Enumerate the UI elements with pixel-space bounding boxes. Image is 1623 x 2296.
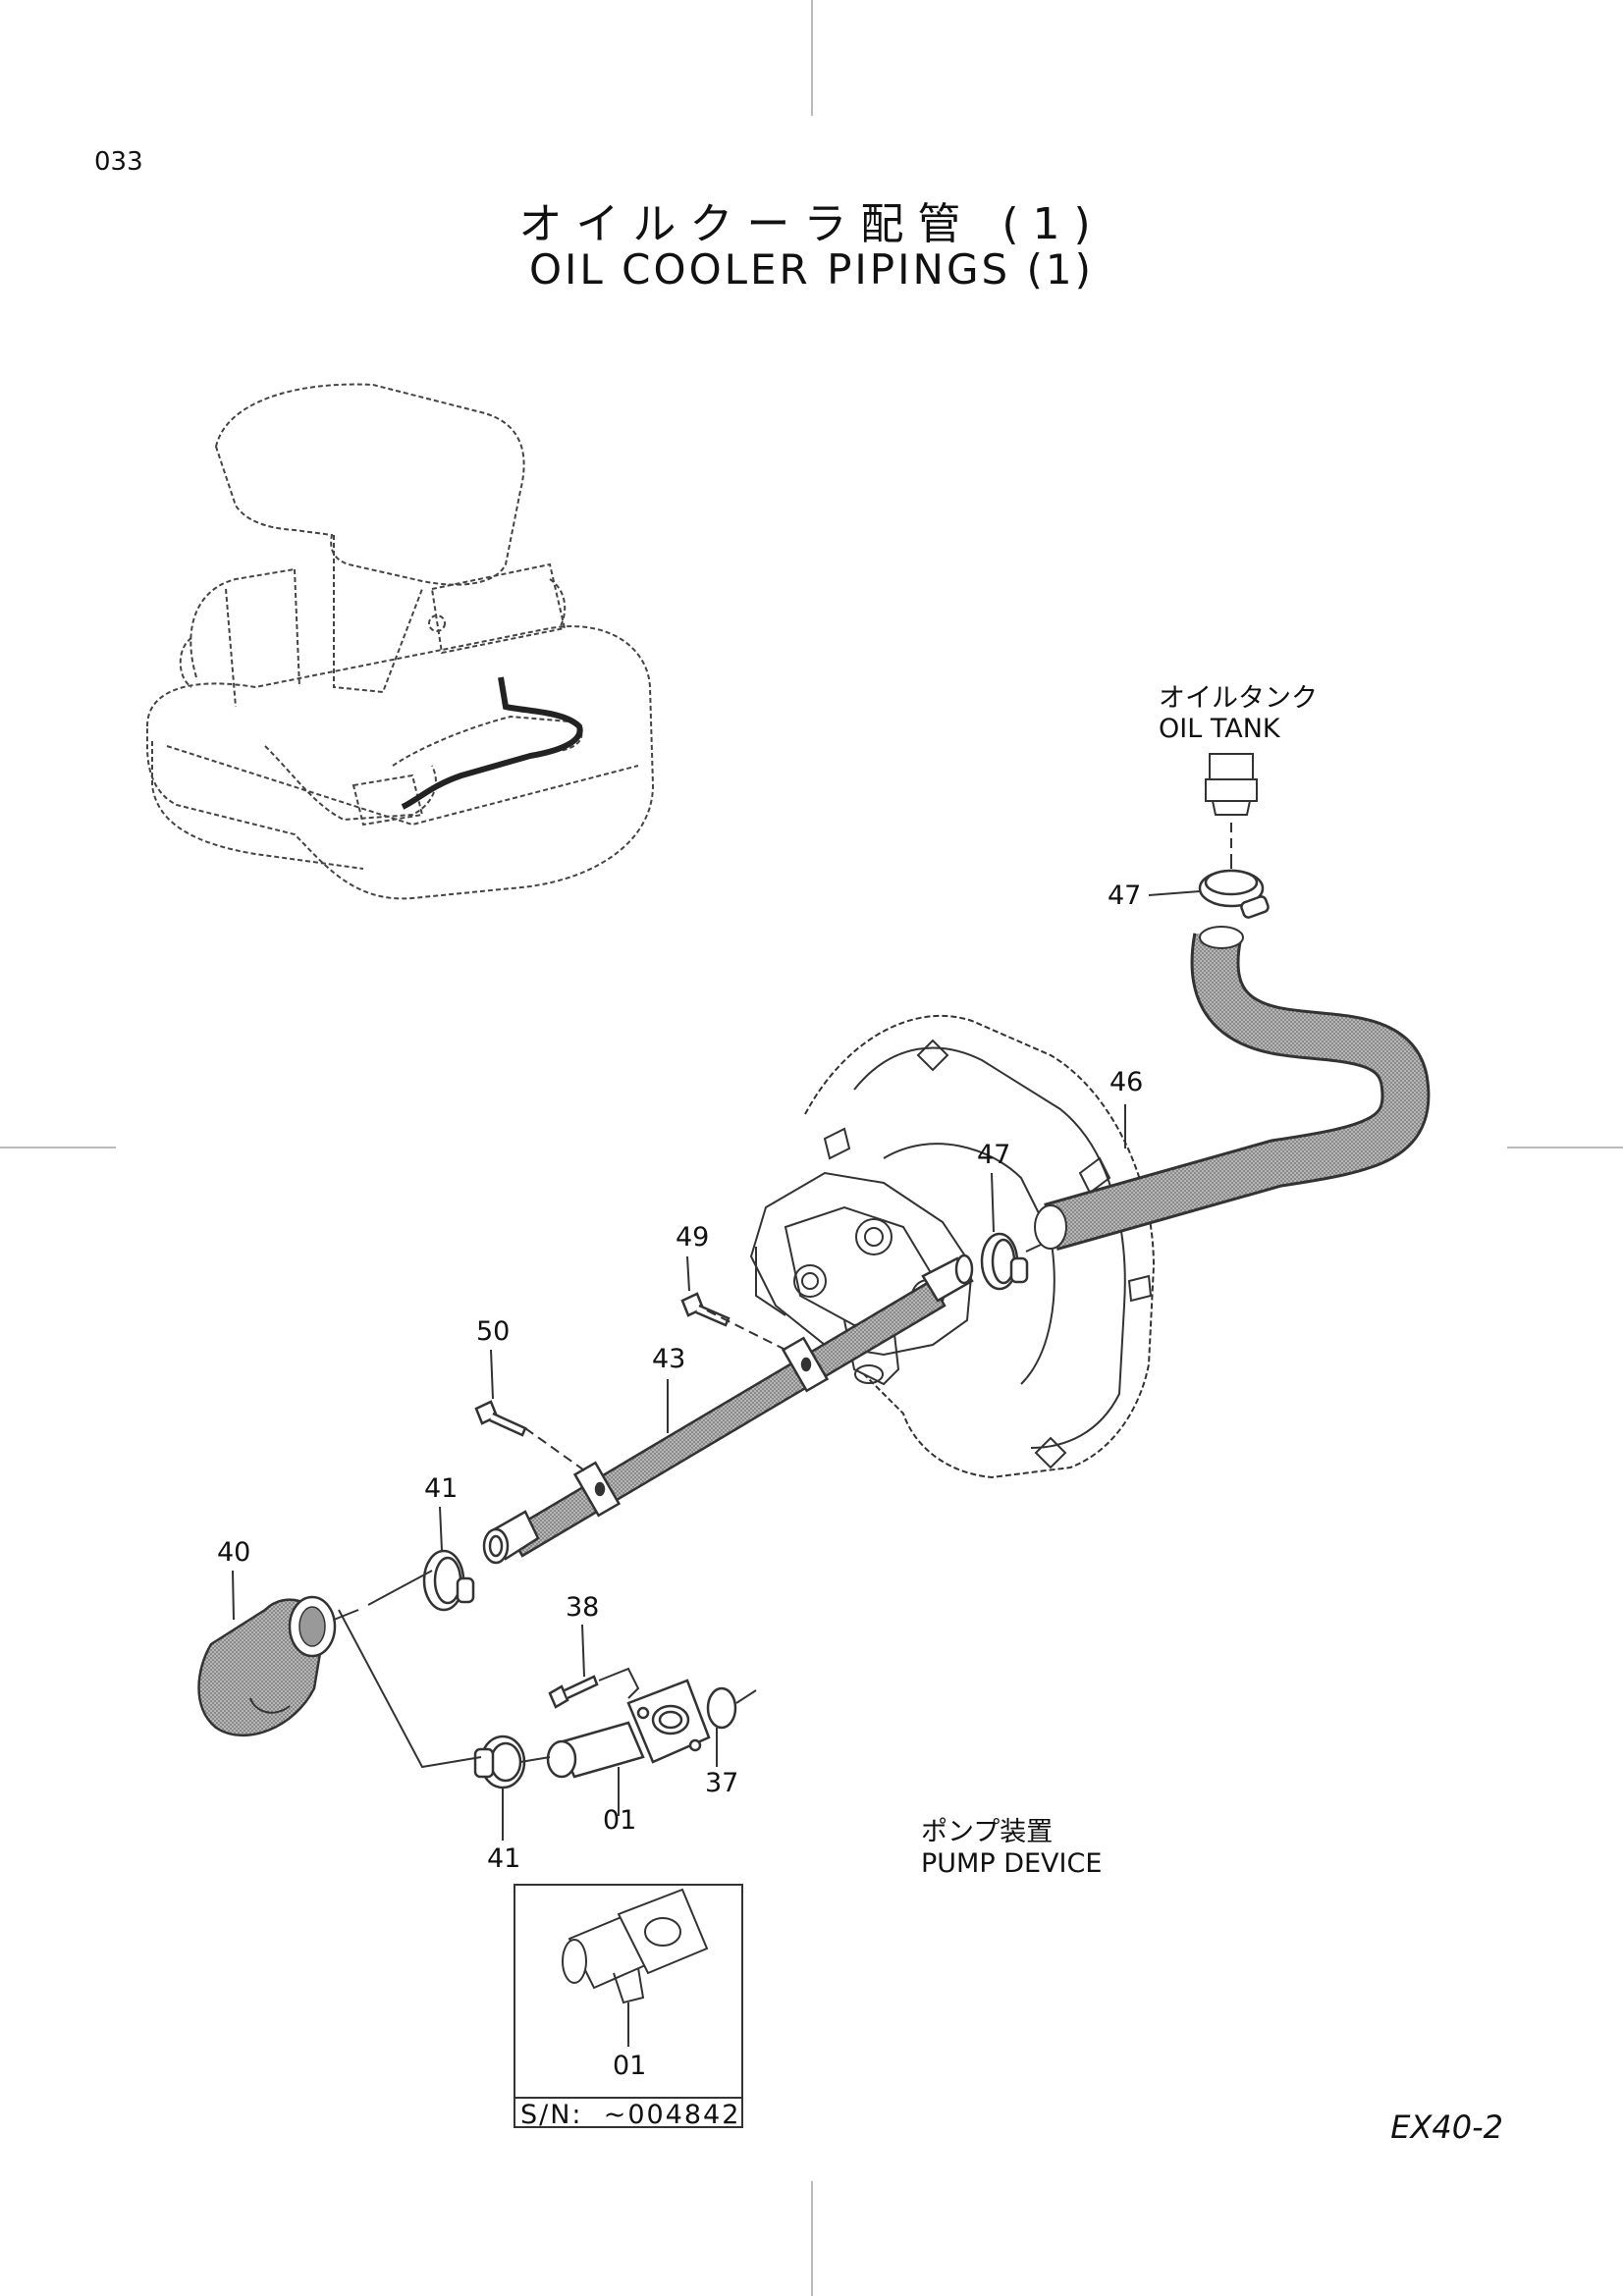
o-ring-37	[706, 1686, 737, 1730]
title-english: OIL COOLER PIPINGS (1)	[528, 245, 1094, 294]
callout-41-upper: 41	[424, 1473, 459, 1504]
crop-mark-bottom	[811, 2181, 813, 2296]
callout-40: 40	[217, 1537, 251, 1568]
oil-tank-label-jp: オイルタンク	[1159, 683, 1318, 714]
callout-41-lower: 41	[487, 1843, 521, 1874]
crop-mark-left	[0, 1147, 116, 1148]
hose-40	[197, 1595, 337, 1737]
hose-clamp-41-upper	[422, 1549, 475, 1612]
pump-device-illustration	[749, 1014, 1156, 1479]
callout-43: 43	[652, 1344, 686, 1374]
bolt-49	[680, 1292, 730, 1327]
pipe-43	[482, 1254, 974, 1565]
hose-clamp-41-lower	[473, 1735, 526, 1789]
oil-tank-outlet-fitting	[1205, 753, 1258, 862]
callout-47-lower: 47	[977, 1140, 1011, 1170]
callout-50: 50	[476, 1316, 511, 1347]
callout-46: 46	[1109, 1067, 1144, 1097]
bolt-38	[548, 1675, 599, 1709]
callout-47-upper: 47	[1108, 881, 1142, 911]
hose-46	[1045, 934, 1428, 1249]
callout-01: 01	[603, 1805, 637, 1836]
machine-overview-illustration	[146, 383, 655, 900]
title-japanese: オイルクーラ配管 (1)	[518, 199, 1105, 249]
callout-49: 49	[676, 1222, 710, 1253]
crop-mark-top	[811, 0, 813, 116]
callout-37: 37	[705, 1768, 739, 1798]
inset-serial-note: S/N: ~004842	[520, 2100, 741, 2130]
inset-callout-01: 01	[613, 2051, 647, 2081]
assembly-lines	[333, 862, 1232, 1769]
oil-tank-label-en: OIL TANK	[1159, 714, 1280, 744]
elbow-fitting-01	[546, 1679, 711, 1779]
pump-device-label-en: PUMP DEVICE	[921, 1848, 1103, 1879]
hose-clamp-47-upper	[1198, 869, 1270, 919]
bolt-50	[474, 1400, 527, 1437]
leader-lines	[232, 890, 1201, 1841]
page-number: 033	[94, 147, 143, 177]
hose-clamp-47-lower	[980, 1232, 1029, 1291]
inset-box	[514, 1884, 743, 2128]
overview-highlighted-pipe	[401, 676, 583, 810]
callout-38: 38	[566, 1592, 600, 1623]
model-code: EX40-2	[1390, 2109, 1503, 2146]
pump-device-label-jp: ポンプ装置	[921, 1817, 1054, 1847]
crop-mark-right	[1507, 1147, 1623, 1148]
